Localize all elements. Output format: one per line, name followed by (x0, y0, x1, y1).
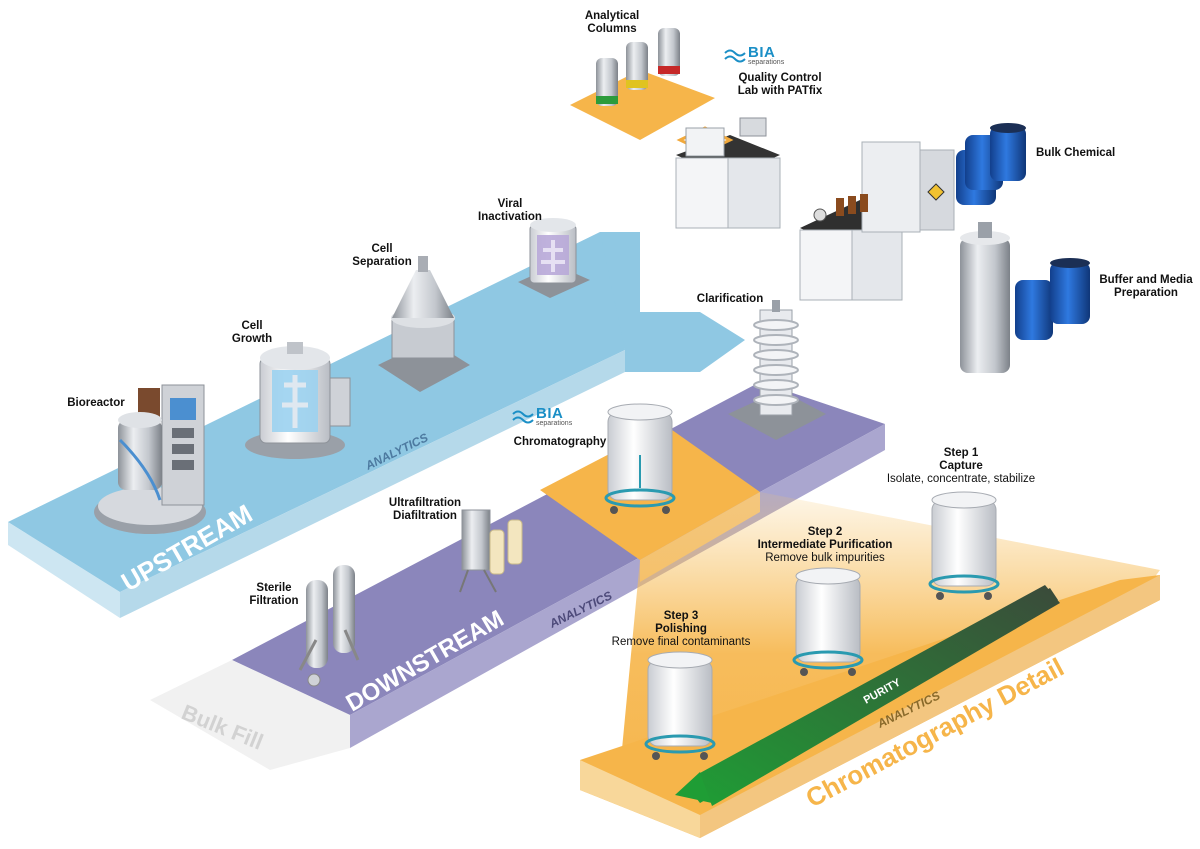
bulk-fill-band (150, 660, 350, 770)
label-line: Chromatography (513, 436, 607, 448)
label-bulk-chemical: Bulk Chemical (1036, 147, 1115, 160)
label-line: Bulk Chemical (1036, 147, 1116, 159)
buffer-media-equipment (960, 222, 1090, 373)
label-bioreactor: Bioreactor (56, 397, 136, 410)
bia-logo-text: BIA (536, 405, 564, 422)
label-cell-growth: Cell Growth (222, 320, 282, 346)
label-line: Clarification (696, 293, 764, 305)
bia-logo-chromatography: BIA separations (512, 405, 602, 431)
viral-inactivation-equipment (518, 218, 590, 298)
label-line: Columns (587, 23, 637, 35)
step2-tank (792, 567, 864, 676)
label-ultrafiltration: Ultrafiltration Diafiltration (380, 497, 470, 523)
clarification-equipment (728, 300, 826, 440)
analytical-columns-equipment (570, 28, 715, 140)
label-line: Filtration (249, 595, 299, 607)
step-name: Polishing (655, 623, 707, 635)
label-buffer-media: Buffer and Media Preparation (1096, 274, 1196, 300)
label-line: Lab with PATfix (737, 85, 823, 97)
label-line: Quality Control (738, 72, 822, 84)
chromatography-tank (604, 403, 676, 514)
bioreactor-equipment (94, 384, 206, 534)
bulk-chemical-equipment (799, 123, 1026, 301)
step1-tank (928, 491, 1000, 600)
label-step1: Step 1 Capture Isolate, concentrate, sta… (876, 447, 1046, 486)
label-line: Sterile (256, 582, 292, 594)
chromatography-detail-panel (580, 492, 1160, 838)
bia-logo-subtext: separations (536, 420, 573, 427)
label-line: Growth (231, 333, 273, 345)
label-line: Inactivation (478, 211, 542, 223)
step-name: Capture (939, 460, 983, 472)
step-name: Intermediate Purification (757, 539, 893, 551)
label-line: Analytical (584, 10, 640, 22)
step-desc: Remove final contaminants (611, 636, 751, 648)
label-analytical-columns: Analytical Columns (572, 10, 652, 36)
label-step3: Step 3 Polishing Remove final contaminan… (596, 610, 766, 649)
step-desc: Remove bulk impurities (765, 552, 885, 564)
wave-icon (512, 410, 534, 424)
step-title: Step 3 (663, 610, 699, 622)
ultrafiltration-equipment (459, 509, 523, 593)
label-step2: Step 2 Intermediate Purification Remove … (740, 526, 910, 565)
cell-separation-equipment (378, 256, 470, 392)
label-line: Cell (371, 243, 393, 255)
step-desc: Isolate, concentrate, stabilize (886, 473, 1036, 485)
bia-logo-subtext: separations (748, 59, 785, 66)
bia-logo-text: BIA (748, 44, 776, 61)
sterile-filtration-equipment (298, 565, 360, 687)
cell-growth-equipment (245, 342, 351, 459)
label-chromatography: Chromatography (508, 436, 612, 449)
label-line: Bioreactor (67, 397, 125, 409)
label-line: Separation (352, 256, 412, 268)
label-clarification: Clarification (690, 293, 770, 306)
label-qc-lab: Quality Control Lab with PATfix (730, 72, 830, 98)
step-title: Step 1 (943, 447, 979, 459)
qc-lab-equipment (675, 117, 781, 229)
label-line: Buffer and Media (1099, 274, 1193, 286)
label-line: Preparation (1114, 287, 1178, 299)
label-line: Diafiltration (393, 510, 457, 522)
label-cell-separation: Cell Separation (346, 243, 418, 269)
label-sterile-filtration: Sterile Filtration (244, 582, 304, 608)
bia-logo-qc: BIA separations (724, 44, 814, 70)
step-title: Step 2 (807, 526, 843, 538)
label-line: Ultrafiltration (388, 497, 462, 509)
label-line: Viral (497, 198, 523, 210)
wave-icon (724, 49, 746, 63)
step3-tank (644, 651, 716, 760)
label-viral-inactivation: Viral Inactivation (470, 198, 550, 224)
label-line: Cell (241, 320, 263, 332)
